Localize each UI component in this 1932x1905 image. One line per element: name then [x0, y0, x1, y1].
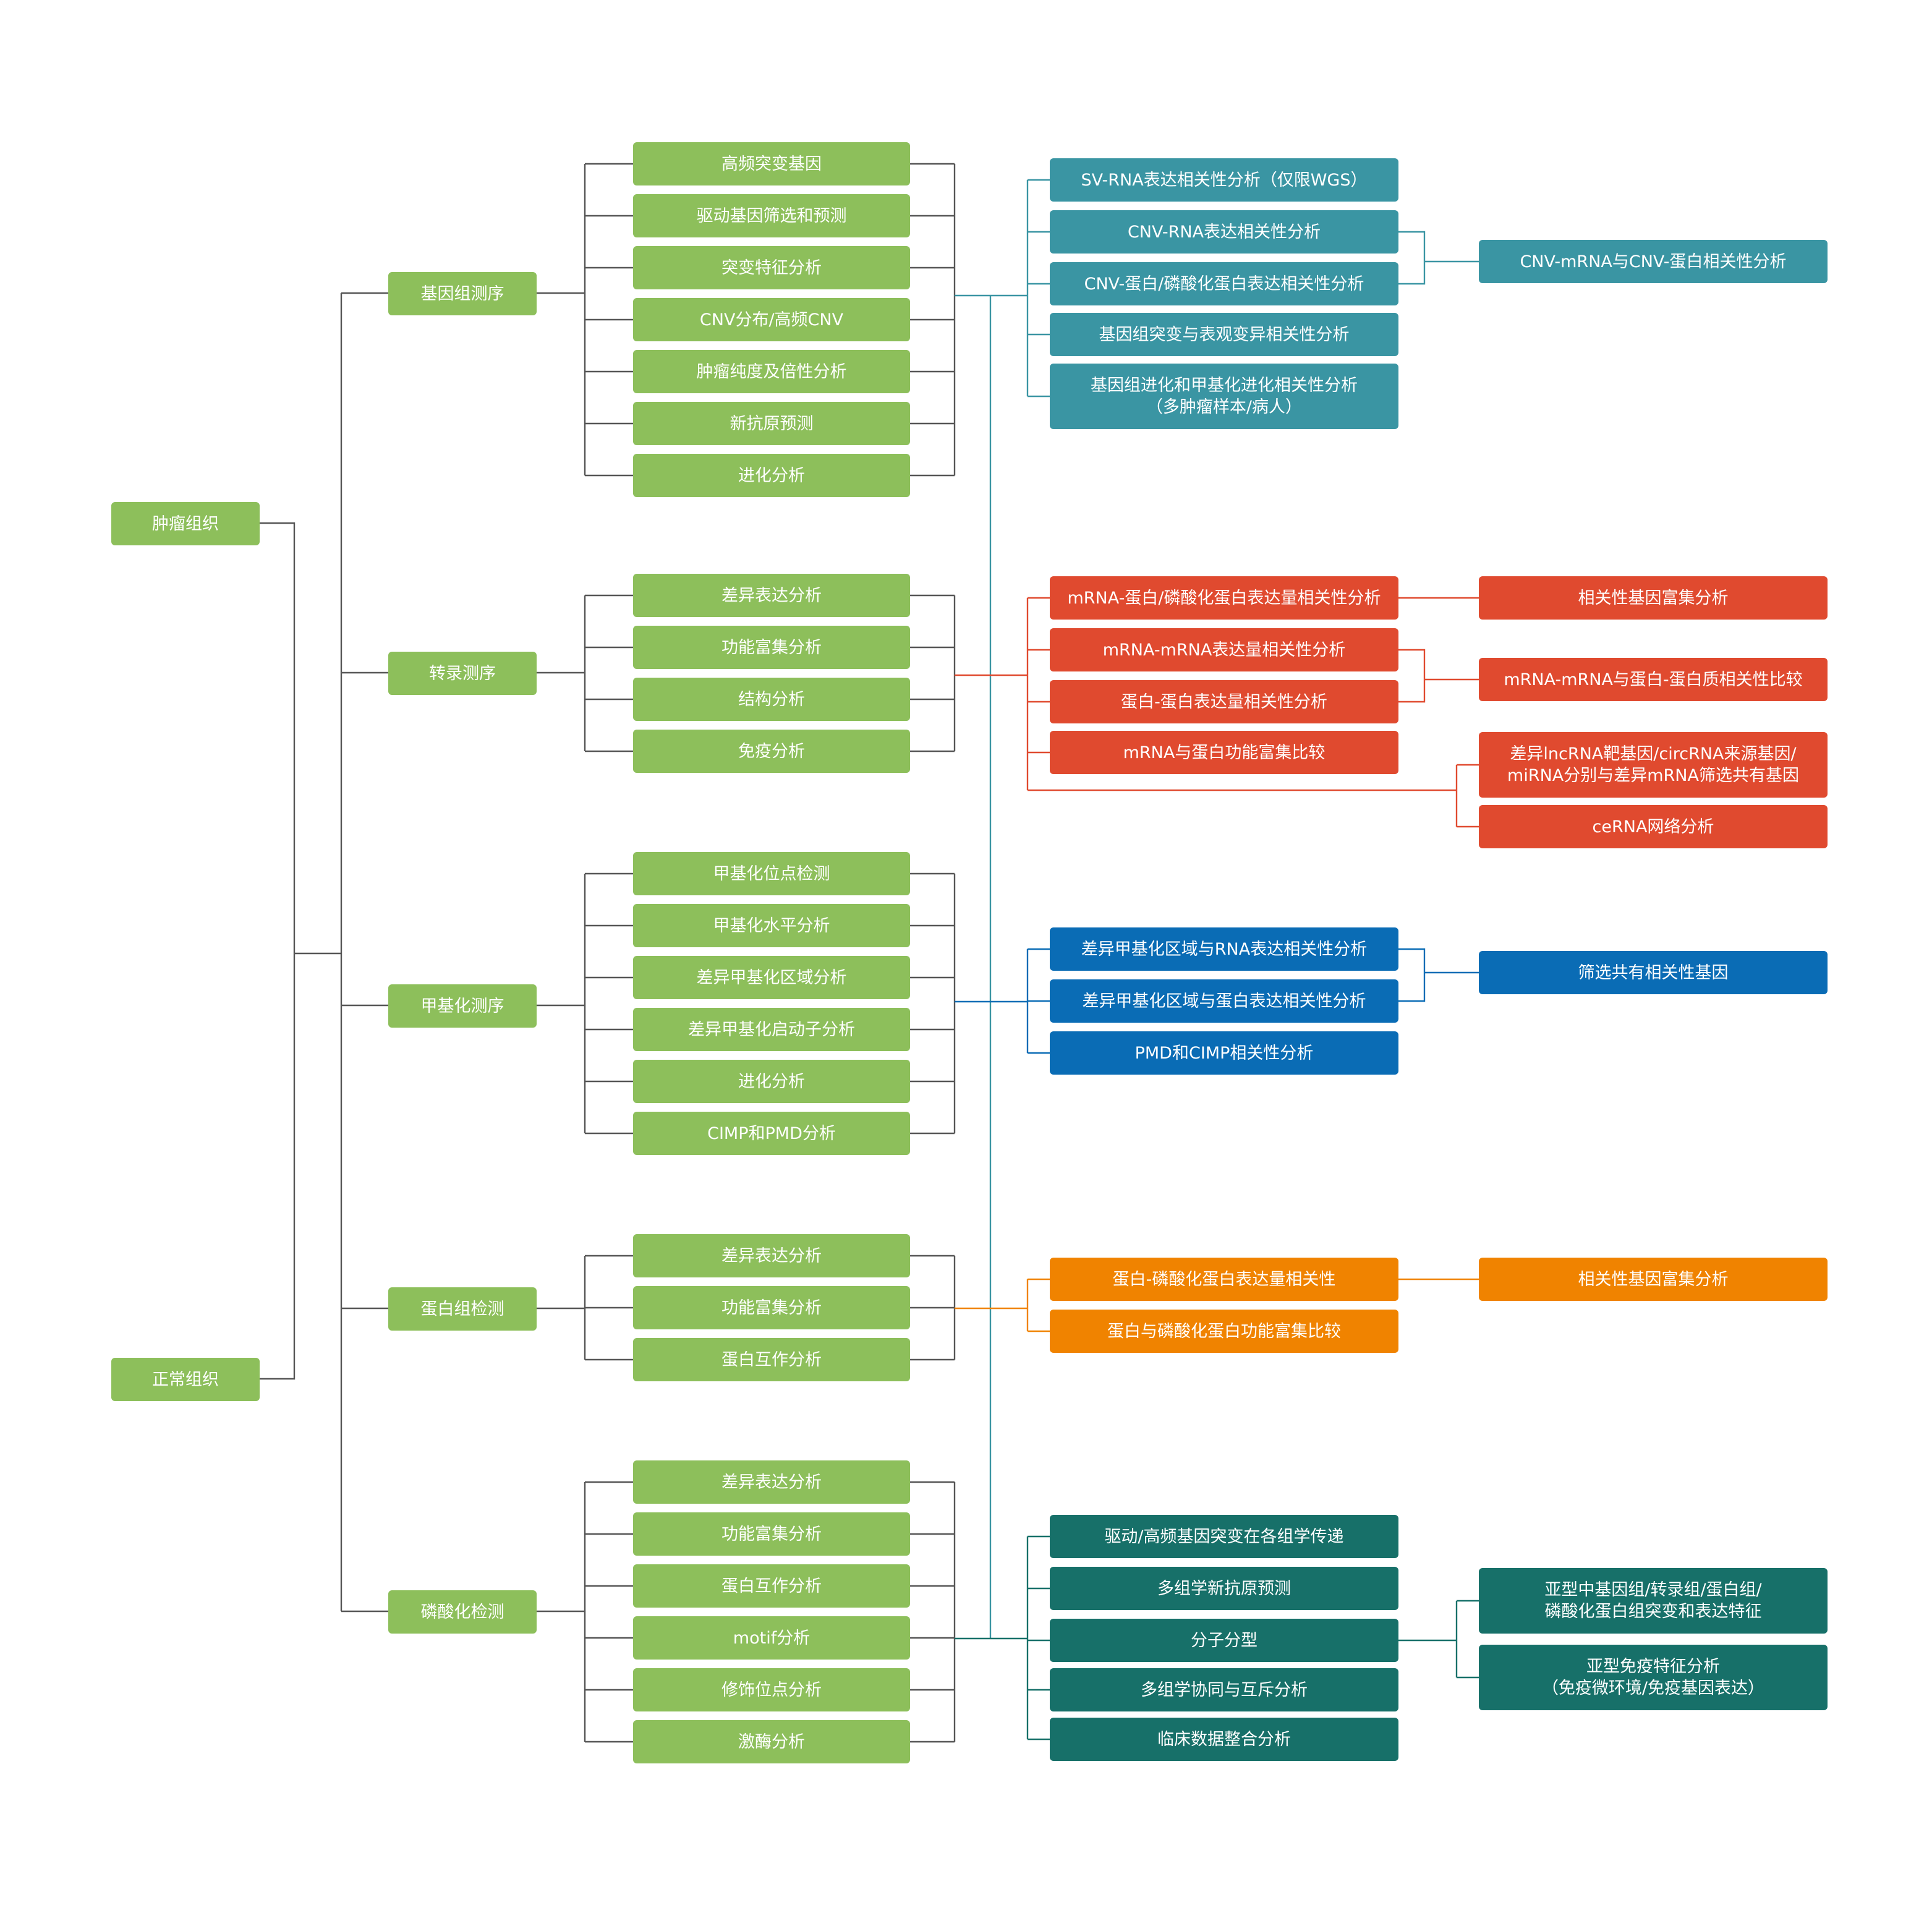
group-4-item-0: 驱动/高频基因突变在各组学传递: [1050, 1515, 1398, 1558]
group-4-item-3: 多组学协同与互斥分析: [1050, 1668, 1398, 1711]
omics-2-item-0: 甲基化位点检测: [633, 852, 910, 895]
group-1-item-3: mRNA与蛋白功能富集比较: [1050, 731, 1398, 774]
group-0-item-2: CNV-蛋白/磷酸化蛋白表达相关性分析: [1050, 262, 1398, 305]
group-0-item-1: CNV-RNA表达相关性分析: [1050, 210, 1398, 254]
omics-4-item-0: 差异表达分析: [633, 1460, 910, 1504]
omics-3: 蛋白组检测: [388, 1287, 537, 1331]
group-1-output-2: 差异lncRNA靶基因/circRNA来源基因/ miRNA分别与差异mRNA筛…: [1479, 732, 1828, 798]
group-3-item-1: 蛋白与磷酸化蛋白功能富集比较: [1050, 1310, 1398, 1353]
omics-4: 磷酸化检测: [388, 1590, 537, 1634]
tissue-bracket: [260, 522, 296, 1380]
omics-1: 转录测序: [388, 652, 537, 695]
group-2-output-0: 筛选共有相关性基因: [1479, 951, 1828, 994]
omics-4-item-2: 蛋白互作分析: [633, 1564, 910, 1608]
group-0-pair-bracket: [1398, 231, 1426, 285]
group-4-output-0: 亚型中基因组/转录组/蛋白组/ 磷酸化蛋白组突变和表达特征: [1479, 1568, 1828, 1634]
group-1-pair-bracket: [1398, 649, 1426, 703]
omics-0-item-4: 肿瘤纯度及倍性分析: [633, 350, 910, 393]
group-1-output-3: ceRNA网络分析: [1479, 805, 1828, 848]
group-0-output-0: CNV-mRNA与CNV-蛋白相关性分析: [1479, 240, 1828, 283]
omics-1-item-0: 差异表达分析: [633, 574, 910, 617]
omics-0-item-0: 高频突变基因: [633, 142, 910, 185]
omics-4-item-1: 功能富集分析: [633, 1512, 910, 1556]
tissue-1: 正常组织: [111, 1358, 260, 1401]
group-3-output-0: 相关性基因富集分析: [1479, 1258, 1828, 1301]
omics-4-item-3: motif分析: [633, 1616, 910, 1660]
omics-1-item-3: 免疫分析: [633, 730, 910, 773]
omics-4-item-5: 激酶分析: [633, 1720, 910, 1763]
omics-0-item-1: 驱动基因筛选和预测: [633, 194, 910, 237]
omics-3-item-0: 差异表达分析: [633, 1234, 910, 1277]
tissue-0: 肿瘤组织: [111, 502, 260, 545]
group-1-output-0: 相关性基因富集分析: [1479, 576, 1828, 620]
omics-3-item-2: 蛋白互作分析: [633, 1338, 910, 1381]
group-2-pair-bracket: [1398, 948, 1426, 1002]
group-1-item-1: mRNA-mRNA表达量相关性分析: [1050, 628, 1398, 671]
omics-0-item-5: 新抗原预测: [633, 402, 910, 445]
group-4-item-2: 分子分型: [1050, 1619, 1398, 1662]
omics-1-item-1: 功能富集分析: [633, 626, 910, 669]
group-1-item-0: mRNA-蛋白/磷酸化蛋白表达量相关性分析: [1050, 576, 1398, 620]
group-4-item-4: 临床数据整合分析: [1050, 1718, 1398, 1761]
omics-0: 基因组测序: [388, 272, 537, 315]
group-1-output-1: mRNA-mRNA与蛋白-蛋白质相关性比较: [1479, 658, 1828, 701]
omics-2-item-5: CIMP和PMD分析: [633, 1112, 910, 1155]
omics-2: 甲基化测序: [388, 984, 537, 1028]
omics-0-item-3: CNV分布/高频CNV: [633, 298, 910, 341]
group-4-output-1: 亚型免疫特征分析 （免疫微环境/免疫基因表达）: [1479, 1645, 1828, 1710]
omics-0-item-2: 突变特征分析: [633, 246, 910, 289]
omics-1-item-2: 结构分析: [633, 678, 910, 721]
group-3-item-0: 蛋白-磷酸化蛋白表达量相关性: [1050, 1258, 1398, 1301]
group-2-item-0: 差异甲基化区域与RNA表达相关性分析: [1050, 927, 1398, 971]
omics-2-item-2: 差异甲基化区域分析: [633, 956, 910, 999]
omics-2-item-1: 甲基化水平分析: [633, 904, 910, 947]
group-0-item-0: SV-RNA表达相关性分析（仅限WGS）: [1050, 158, 1398, 202]
omics-0-item-6: 进化分析: [633, 454, 910, 497]
group-2-item-1: 差异甲基化区域与蛋白表达相关性分析: [1050, 979, 1398, 1023]
group-0-item-3: 基因组突变与表观变异相关性分析: [1050, 313, 1398, 356]
omics-4-item-4: 修饰位点分析: [633, 1668, 910, 1711]
group-4-item-1: 多组学新抗原预测: [1050, 1567, 1398, 1610]
omics-2-item-3: 差异甲基化启动子分析: [633, 1008, 910, 1051]
omics-2-item-4: 进化分析: [633, 1060, 910, 1103]
omics-3-item-1: 功能富集分析: [633, 1286, 910, 1329]
group-0-item-4: 基因组进化和甲基化进化相关性分析 （多肿瘤样本/病人）: [1050, 364, 1398, 429]
group-1-item-2: 蛋白-蛋白表达量相关性分析: [1050, 680, 1398, 723]
group-2-item-2: PMD和CIMP相关性分析: [1050, 1031, 1398, 1075]
